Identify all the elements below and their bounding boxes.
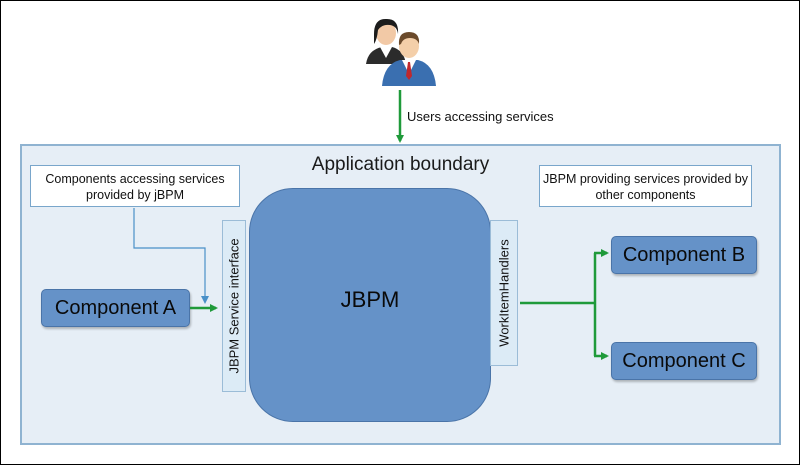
service-interface-node: JBPM Service interface [222,220,246,392]
jbpm-core-label: JBPM [340,287,400,312]
application-boundary: Application boundary Components accessin… [20,144,781,445]
boundary-title: Application boundary [311,154,490,175]
component-a-node: Component A [41,289,190,327]
users-icon [366,18,436,86]
note-jbpm-providing: JBPM providing services provided by othe… [539,165,752,207]
note-left-connector [133,208,209,304]
note-components-accessing: Components accessing services provided b… [30,165,240,207]
component-c-node: Component C [611,342,757,380]
component-b-node: Component B [611,236,757,274]
jbpm-core-node: JBPM [249,188,491,422]
workitem-handlers-node: WorkItemHandlers [490,220,518,366]
users-edge-label: Users accessing services [407,109,554,124]
